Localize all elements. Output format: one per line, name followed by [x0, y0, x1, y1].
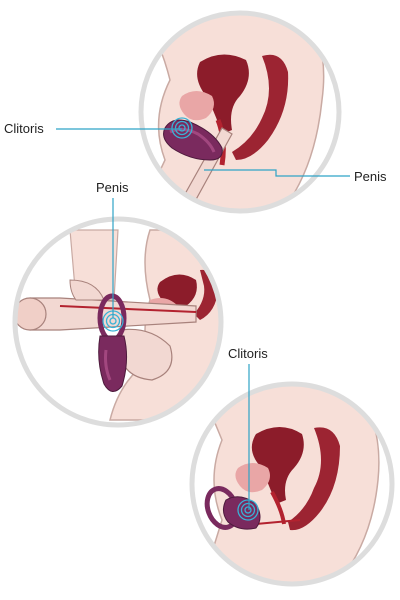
top-uterus [197, 54, 249, 134]
middle-panel [12, 216, 224, 428]
top-panel [138, 10, 342, 214]
vibration-waves-icon [237, 499, 259, 521]
callouts: Clitoris Penis Penis Clitoris [4, 121, 387, 510]
bottom-rectum [288, 427, 340, 531]
penis-ring-device-icon [97, 293, 128, 392]
label-middle-penis: Penis [96, 180, 129, 195]
bottom-bladder [235, 463, 270, 493]
leader-line-top-penis [204, 169, 350, 177]
bottom-uterus [251, 427, 304, 504]
vibration-waves-icon [171, 117, 193, 139]
top-rectum [232, 54, 289, 160]
label-bottom-clitoris: Clitoris [228, 346, 268, 361]
label-top-clitoris: Clitoris [4, 121, 44, 136]
label-top-penis: Penis [354, 169, 387, 184]
top-bladder [179, 91, 214, 121]
bottom-panel [189, 381, 395, 587]
